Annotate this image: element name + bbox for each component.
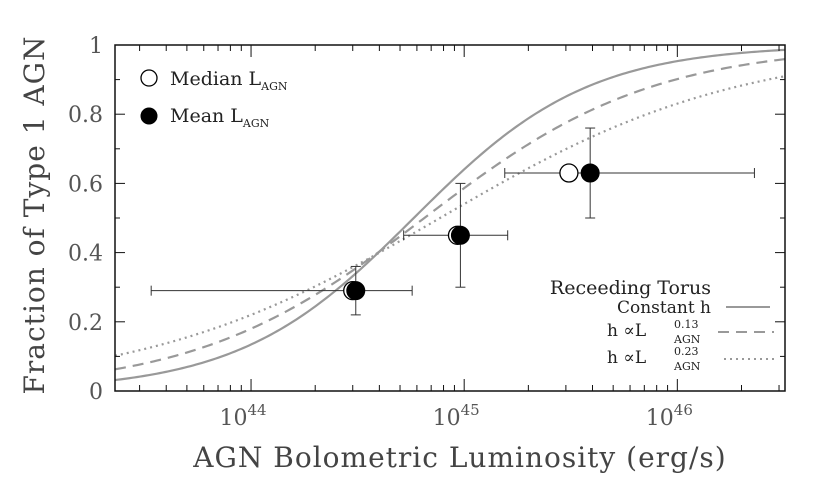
x-tick-label: 1046 — [646, 401, 693, 431]
y-tick-label: 0.4 — [68, 242, 103, 267]
mean-point — [580, 163, 600, 183]
mean-point — [450, 225, 470, 245]
median-point — [559, 163, 579, 183]
x-tick-label: 1045 — [433, 401, 480, 431]
model-curve-2 — [114, 58, 786, 371]
legend-mean-label: Mean LAGN — [170, 105, 270, 130]
y-axis-label: Fraction of Type 1 AGN — [18, 36, 51, 395]
axis-ticks — [115, 44, 785, 392]
model-curve-1 — [114, 48, 786, 382]
x-tick-label: 1044 — [219, 401, 266, 431]
y-tick-label: 0.6 — [68, 172, 103, 197]
x-axis-label: AGN Bolometric Luminosity (erg/s) — [192, 441, 726, 474]
legend-constant-h-label: Constant h — [617, 298, 711, 318]
mean-point — [346, 281, 366, 301]
legend-median-label: Median LAGN — [170, 68, 288, 93]
error-bars — [150, 127, 755, 316]
y-tick-label: 0 — [89, 380, 103, 405]
y-tick-label: 0.2 — [68, 311, 103, 336]
y-tick-label: 1 — [89, 34, 103, 59]
models-legend-title: Receeding Torus — [550, 277, 711, 299]
model-curve-3 — [114, 75, 786, 357]
tick-labels: 0 0.2 0.4 0.6 0.8 1 1044 1045 1046 — [68, 34, 693, 431]
legend-median-marker — [140, 69, 158, 87]
y-tick-label: 0.8 — [68, 103, 103, 128]
model-curves — [114, 48, 786, 382]
legend-mean-marker — [140, 107, 158, 125]
points-legend: Median LAGN Mean LAGN — [140, 68, 288, 130]
data-markers — [343, 163, 600, 301]
